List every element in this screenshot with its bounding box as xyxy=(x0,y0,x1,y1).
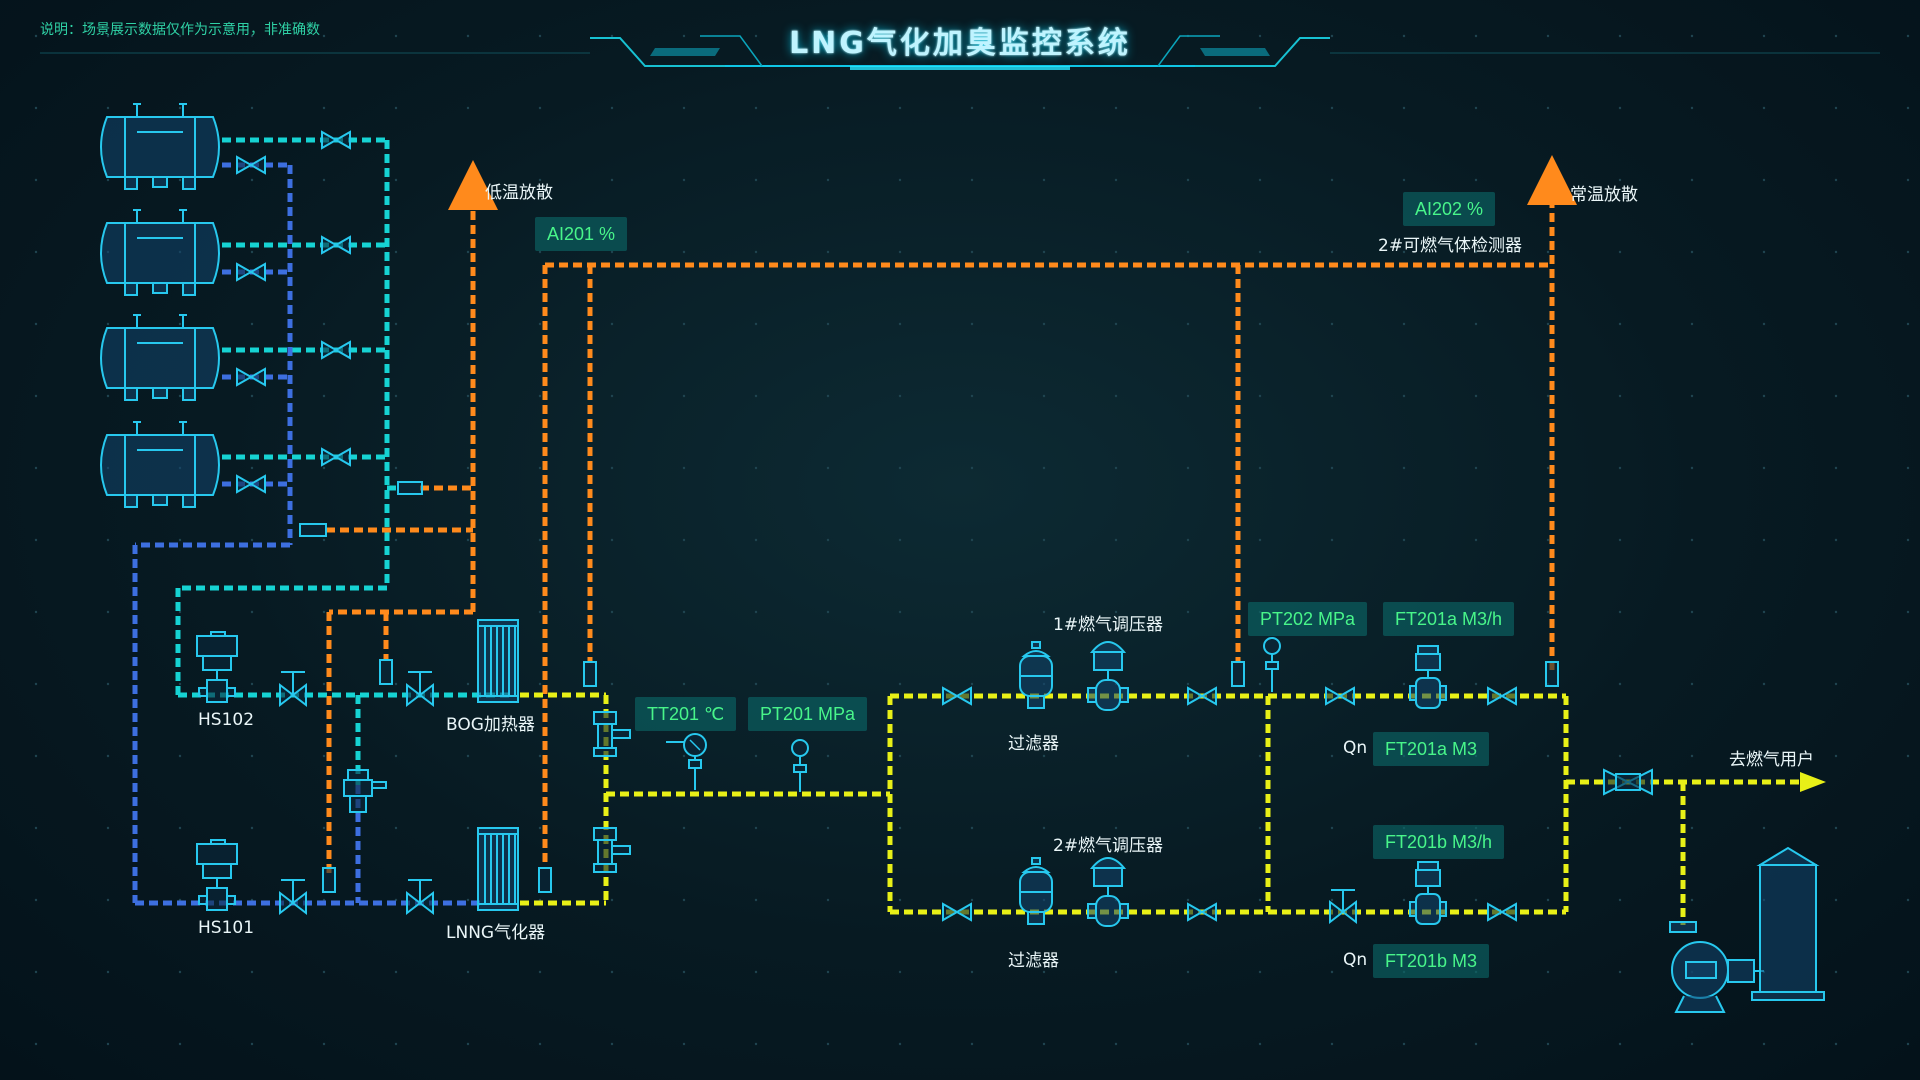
sensor-icon xyxy=(397,481,423,495)
outlet-valve-icon xyxy=(1603,768,1653,796)
hs102-label: HS102 xyxy=(198,710,255,730)
valve-icon xyxy=(236,367,266,387)
gate-valves xyxy=(279,671,1357,925)
valve-icon xyxy=(942,902,972,922)
filter-2-icon xyxy=(1019,857,1053,925)
branch-valve-icon xyxy=(343,769,387,813)
low-temp-vent-label: 低温放散 xyxy=(485,183,553,203)
valves xyxy=(236,130,1517,922)
pt202-tag[interactable]: PT202 MPa xyxy=(1248,602,1368,636)
gate-valve-icon xyxy=(406,879,434,916)
filter-2-label: 过滤器 xyxy=(1008,951,1059,971)
valve-icon xyxy=(1187,686,1217,706)
valve-icon xyxy=(236,155,266,175)
sensor-icon xyxy=(583,661,597,687)
ft201a-flow-tag[interactable]: FT201a M3/h xyxy=(1383,602,1515,636)
sensor-icon xyxy=(299,523,327,537)
sensor-icon xyxy=(1545,661,1559,687)
page-title: LNG气化加臭监控系统 xyxy=(789,26,1131,61)
flowmeter-b-icon xyxy=(1409,861,1447,925)
valve-icon xyxy=(321,130,351,150)
lnng-vaporizer-icon xyxy=(477,827,519,911)
sensor-icon xyxy=(1231,661,1245,687)
regulator-2-icon xyxy=(1087,857,1129,927)
orange-pipes xyxy=(326,155,1577,875)
valve-icon xyxy=(321,340,351,360)
instrument-boxes xyxy=(299,481,1559,893)
sensor-icon xyxy=(538,867,552,893)
tank-4-icon xyxy=(100,421,220,508)
odorant-tank-icon xyxy=(1751,846,1825,1001)
hs101-label: HS101 xyxy=(198,918,255,938)
pressure-gauge-202-icon xyxy=(1263,637,1281,692)
ft201a-total-tag[interactable]: FT201a M3 xyxy=(1373,732,1490,766)
qn-b-label: Qn xyxy=(1343,950,1368,970)
tank-2-icon xyxy=(100,209,220,296)
sensor-icon xyxy=(322,867,336,893)
filter-1-icon xyxy=(1019,641,1053,709)
tank-1-icon xyxy=(100,103,220,190)
disclaimer-note: 说明：场景展示数据仅作为示意用，非准确数 xyxy=(40,22,320,38)
bog-heater-icon xyxy=(477,619,519,703)
odorizer-valve-2-icon xyxy=(593,827,631,873)
regulator-1-label: 1#燃气调压器 xyxy=(1053,615,1164,635)
bog-heater-label: BOG加热器 xyxy=(446,715,535,735)
valve-icon xyxy=(321,447,351,467)
header: 说明：场景展示数据仅作为示意用，非准确数 LNG气化加臭监控系统 xyxy=(0,0,1920,70)
tt201-tag[interactable]: TT201 ℃ xyxy=(635,697,737,731)
temperature-transmitter-icon xyxy=(666,733,707,790)
ft201b-flow-tag[interactable]: FT201b M3/h xyxy=(1373,825,1505,859)
odorizer-valve-1-icon xyxy=(593,711,631,757)
gate-valve-icon xyxy=(1329,889,1357,925)
pt201-tag[interactable]: PT201 MPa xyxy=(748,697,868,731)
qn-a-label: Qn xyxy=(1343,738,1368,758)
valve-icon xyxy=(1487,686,1517,706)
valve-icon xyxy=(1187,902,1217,922)
valve-icon xyxy=(942,686,972,706)
valve-icon xyxy=(236,262,266,282)
hs102-valve-icon xyxy=(196,631,238,703)
hs101-valve-icon xyxy=(196,839,238,911)
ai201-tag[interactable]: AI201 % xyxy=(535,217,628,251)
flowmeter-a-icon xyxy=(1409,645,1447,709)
normal-temp-vent-label: 常温放散 xyxy=(1570,185,1638,205)
valve-icon xyxy=(1325,686,1355,706)
filter-1-label: 过滤器 xyxy=(1008,734,1059,754)
lnng-vaporizer-label: LNNG气化器 xyxy=(446,923,546,943)
outlet-arrow-icon xyxy=(1800,772,1826,792)
odorant-pump-icon xyxy=(1669,921,1764,1013)
gas-detector-label: 2#可燃气体检测器 xyxy=(1378,236,1523,256)
valve-icon xyxy=(1487,902,1517,922)
regulator-1-icon xyxy=(1087,641,1129,711)
tank-3-icon xyxy=(100,314,220,401)
gate-valve-icon xyxy=(279,671,307,708)
regulator-2-label: 2#燃气调压器 xyxy=(1053,836,1164,856)
ai202-tag[interactable]: AI202 % xyxy=(1403,192,1496,226)
gate-valve-icon xyxy=(406,671,434,708)
sensor-icon xyxy=(379,659,393,685)
to-gas-users-label: 去燃气用户 xyxy=(1729,750,1814,770)
valve-icon xyxy=(236,474,266,494)
gate-valve-icon xyxy=(279,879,307,916)
header-frame xyxy=(40,35,1880,70)
pressure-gauge-201-icon xyxy=(791,739,809,792)
ft201b-total-tag[interactable]: FT201b M3 xyxy=(1373,944,1490,978)
valve-icon xyxy=(321,235,351,255)
